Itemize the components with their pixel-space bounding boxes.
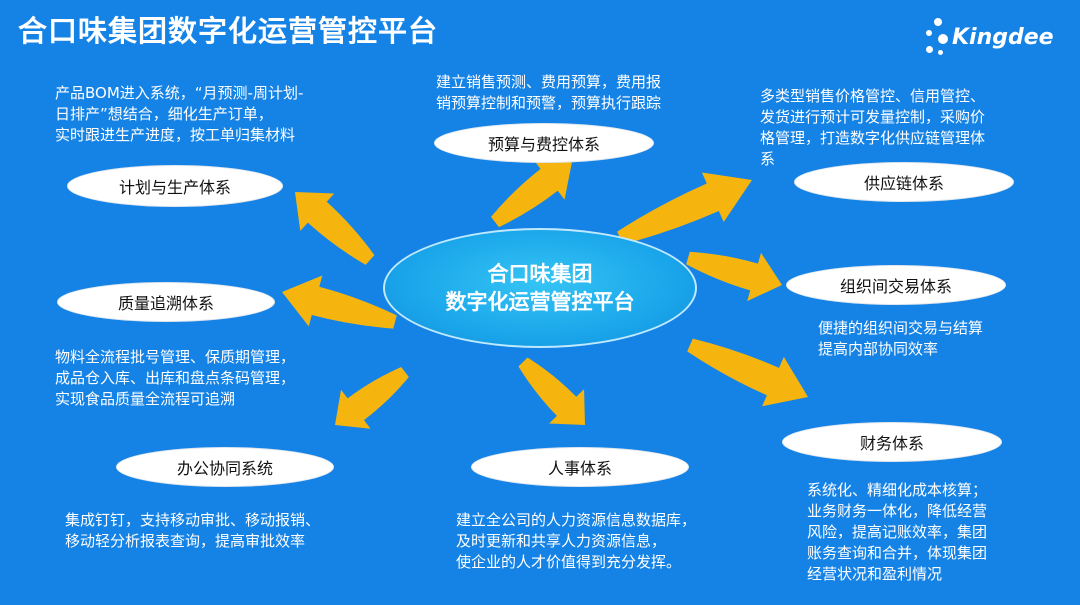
page-title: 合口味集团数字化运营管控平台 xyxy=(18,14,439,48)
planning-system-label: 计划与生产体系 xyxy=(68,166,282,206)
interorg-arrow-icon xyxy=(681,233,789,310)
office-arrow-icon xyxy=(320,352,420,445)
finance-description: 系统化、精细化成本核算； 业务财务一体化，降低经营 风险，提高记账效率，集团 账… xyxy=(807,481,988,583)
central-hub: 合口味集团 数字化运营管控平台 xyxy=(383,228,697,348)
kingdee-logo: Kingdee xyxy=(922,16,1054,60)
logo-dot-icon xyxy=(938,34,948,44)
hub-title-line1: 合口味集团 xyxy=(487,262,593,286)
supply-description: 多类型销售价格管控、信用管控、 发货进行预计可发量控制，采购价 格管理，打造数字… xyxy=(760,87,986,168)
finance-system-label: 财务体系 xyxy=(783,423,1001,461)
budget-description: 建立销售预测、费用预算，费用报 销预算控制和预警，预算执行跟踪 xyxy=(436,73,662,112)
logo-dot-icon xyxy=(926,46,933,53)
hr-description: 建立全公司的人力资源信息数据库， 及时更新和共享人力资源信息， 使企业的人才价值… xyxy=(456,511,697,571)
hr-arrow-icon xyxy=(505,344,603,443)
office-description: 集成钉钉，支持移动审批、移动报销、 移动轻分析报表查询，提高审批效率 xyxy=(65,511,321,550)
finance-arrow-icon xyxy=(679,320,819,422)
hub-title-line2: 数字化运营管控平台 xyxy=(445,290,635,314)
interorg-description: 便捷的组织间交易与结算 提高内部协同效率 xyxy=(818,319,984,358)
planning-arrow-icon xyxy=(278,173,387,279)
hr-system-label: 人事体系 xyxy=(472,448,688,486)
quality-description: 物料全流程批号管理、保质期管理， 成品仓入库、出库和盘点条码管理， 实现食品质量… xyxy=(55,348,296,408)
supply-system-label: 供应链体系 xyxy=(795,163,1013,201)
interorg-system-label: 组织间交易体系 xyxy=(787,266,1005,304)
logo-dot-icon xyxy=(938,50,943,55)
quality-system-label: 质量追溯体系 xyxy=(58,283,274,321)
budget-system-label: 预算与费控体系 xyxy=(435,124,653,162)
planning-description: 产品BOM进入系统，“月预测-周计划- 日排产”想结合，细化生产订单， 实时跟进… xyxy=(55,84,304,144)
logo-dot-icon xyxy=(926,30,932,36)
logo-dot-icon xyxy=(934,18,942,26)
quality-arrow-icon xyxy=(275,266,402,348)
logo-text: Kingdee xyxy=(952,25,1054,50)
office-system-label: 办公协同系统 xyxy=(117,448,333,486)
